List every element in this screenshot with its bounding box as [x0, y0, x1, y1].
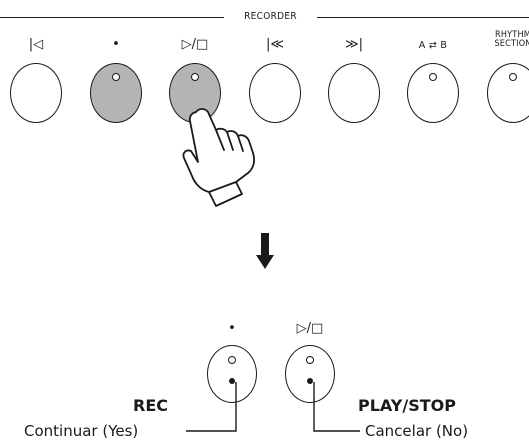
rec-title: REC — [133, 397, 168, 415]
play-stop-title: PLAY/STOP — [358, 397, 456, 415]
rec-action-text: Continuar (Yes) — [24, 422, 138, 440]
rec-callout-line — [186, 382, 236, 431]
play-stop-action-text: Cancelar (No) — [365, 422, 468, 440]
play-stop-callout-line — [314, 382, 360, 431]
